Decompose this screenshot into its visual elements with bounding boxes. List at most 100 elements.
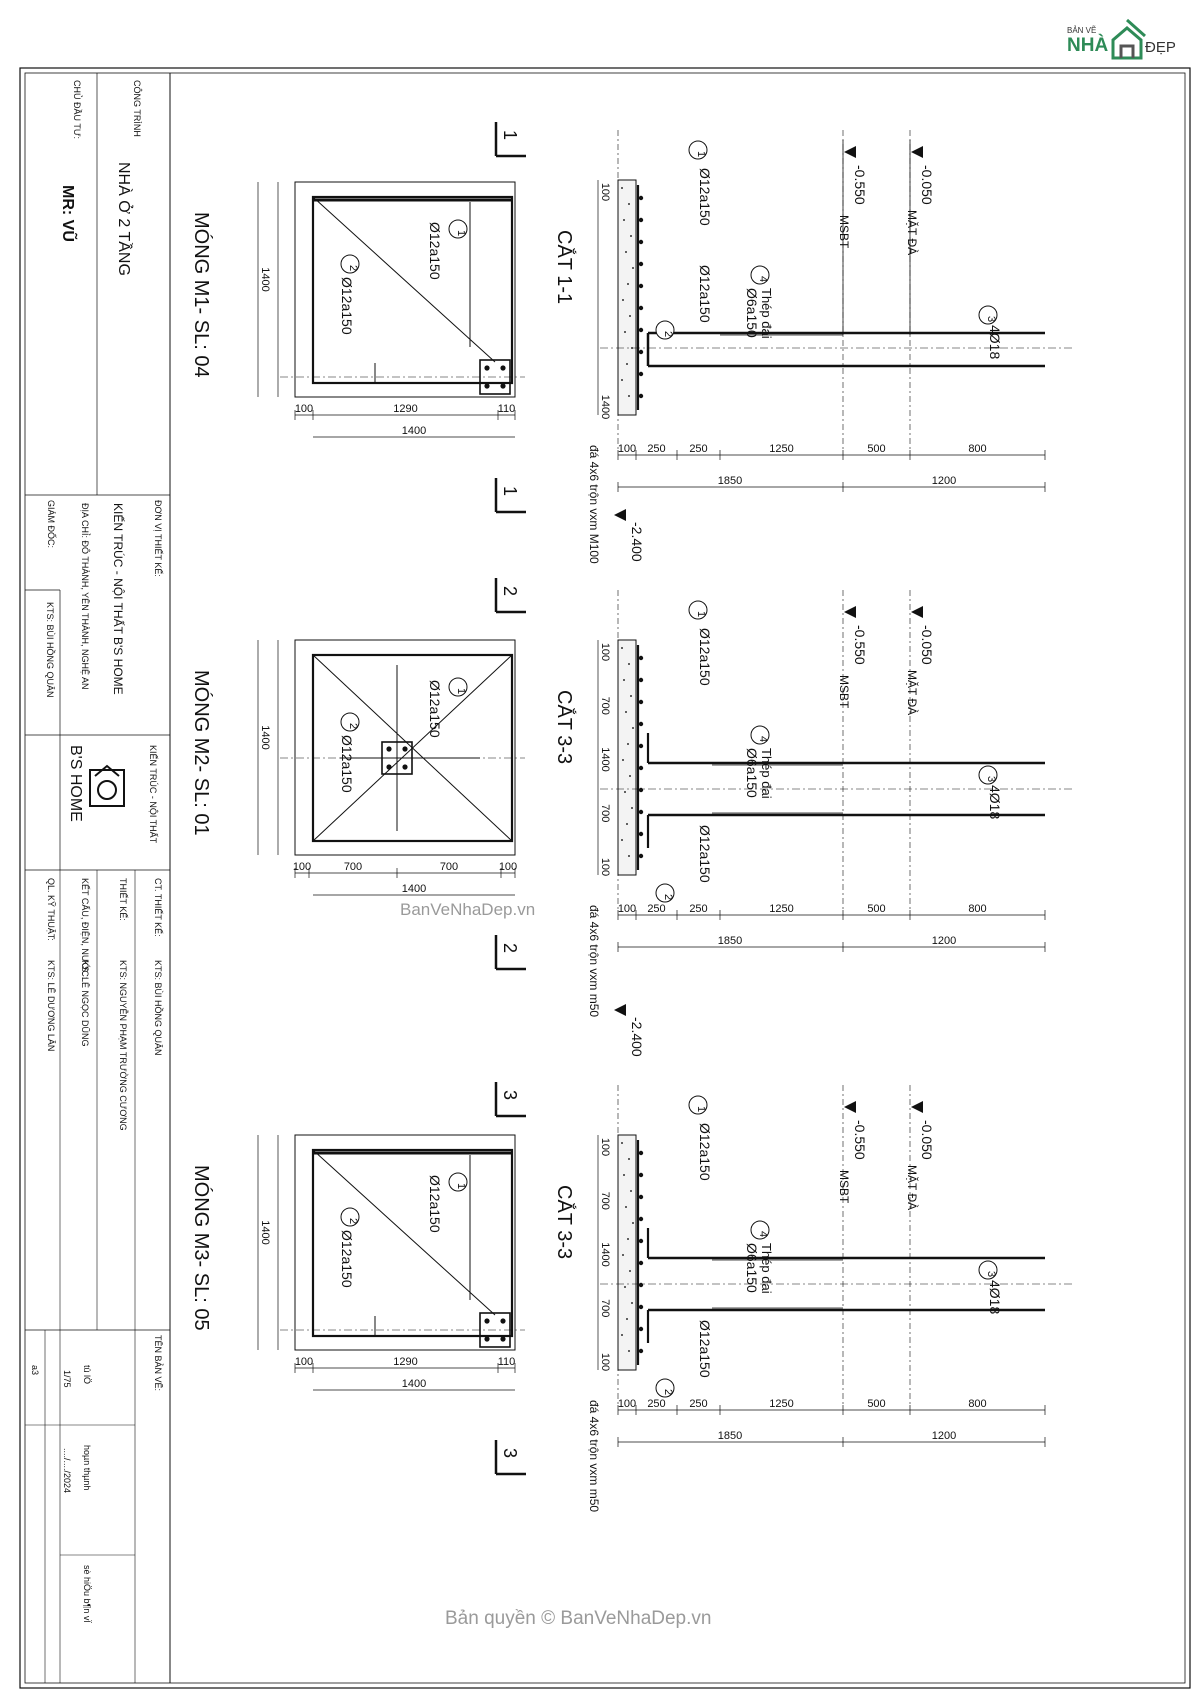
section-3-dim-3: 1250	[769, 1398, 793, 1410]
plan-3-dim-0: 100	[295, 1356, 313, 1368]
plan-3-bar2-marker-number: 2	[347, 1218, 359, 1224]
plan-3-title: MÓNG M3- SL: 05	[190, 1165, 213, 1331]
section-2-stirrup-marker-number: 4	[757, 736, 769, 742]
plan-3-left-dim: 1400	[259, 1220, 271, 1244]
section-2-vdim-2: 1400	[599, 747, 611, 771]
plan-3-bar1-label: Ø12a150	[427, 1175, 443, 1233]
section-1-side-bar-marker	[655, 320, 675, 340]
section-2-dim-3: 1250	[769, 903, 793, 915]
section-1-level-ground-label: MẶT ĐÀ	[905, 210, 920, 255]
section-1-side-bar-label: Ø12a150	[697, 265, 713, 323]
plan-3-bar1-marker	[448, 1172, 468, 1192]
section-2-main-bar-marker	[978, 765, 998, 785]
section-2-top-bar-marker	[688, 600, 708, 620]
section-1-level-ground: -0.050	[919, 165, 935, 205]
plan-1-bar2-marker-number: 2	[347, 265, 359, 271]
section-2-dim-1: 250	[647, 903, 665, 915]
section-2-stirrup-marker	[750, 725, 770, 745]
section-3-main-bar-label: 4Ø18	[987, 1280, 1003, 1314]
section-2-vdim-0: 100	[599, 643, 611, 661]
plan-2-section-mark-bottom: 2	[494, 935, 526, 971]
section-3-stirrup-marker	[750, 1220, 770, 1240]
section-1-dim-3: 1250	[769, 443, 793, 455]
plan-2-bar1-marker	[448, 677, 468, 697]
section-2-side-bar-marker	[655, 883, 675, 903]
section-3-level-ground: -0.050	[919, 1120, 935, 1160]
watermark-mid: BanVeNhaDep.vn	[400, 900, 536, 919]
section-2-level-ground-label: MẶT ĐÀ	[905, 670, 920, 715]
section-3-dim-1: 250	[647, 1398, 665, 1410]
owner-name: MR: VŨ	[59, 185, 76, 242]
plan-1-section-mark-bottom: 1	[494, 478, 526, 514]
section-1-lean-note: đá 4x6 trộn vxm M100	[587, 445, 601, 564]
design-unit-name: KIẾN TRÚC - NỘI THẤT B'S HOME	[111, 503, 125, 695]
section-2-vdim-4: 100	[599, 858, 611, 876]
section-3-stirrup-title: Thép đai	[759, 1243, 774, 1294]
plan-3-section-mark-bottom: 3	[494, 1440, 526, 1476]
section-1-dim-2: 250	[689, 443, 707, 455]
plan-2-section-mark-bottom-label: 2	[500, 943, 520, 953]
section-1-top-bar-marker-number: 1	[695, 151, 707, 157]
plan-2-total-dim: 1400	[402, 883, 426, 895]
section-1-top-bar-marker	[688, 140, 708, 160]
plan-1-section-mark-top-label: 1	[500, 130, 520, 140]
section-1-dim-total-a: 1850	[718, 475, 742, 487]
plan-2-bar2-marker	[340, 712, 360, 732]
plan-3-bar1-marker-number: 1	[455, 1183, 467, 1189]
section-3-dim-2: 250	[689, 1398, 707, 1410]
plan-1-title: MÓNG M1- SL: 04	[190, 212, 213, 378]
section-3-dim-total-a: 1850	[718, 1430, 742, 1442]
section-3-vdim-0: 100	[599, 1138, 611, 1156]
section-3-vdim-1: 700	[599, 1192, 611, 1210]
technical-name: KTS: LÊ DƯƠNG LÂN	[46, 960, 56, 1052]
section-2-vdim-3: 700	[599, 804, 611, 822]
section-3-dim-total-b: 1200	[932, 1430, 956, 1442]
plan-2-section-mark-top: 2	[494, 578, 526, 614]
section-3-dim-4: 500	[867, 1398, 885, 1410]
section-1-dim-1: 250	[647, 443, 665, 455]
section-2-level-ground: -0.050	[919, 625, 935, 665]
section-2-lean-note: đá 4x6 trộn vxm m50	[587, 905, 601, 1017]
section-3-side-bar-marker	[655, 1378, 675, 1398]
logo-suffix-text: ĐẸP	[1145, 39, 1176, 56]
plan-1-bar1-label: Ø12a150	[427, 222, 443, 280]
chief-designer-label: CT. THIẾT KẾ:	[153, 878, 163, 937]
section-2-dim-5: 800	[968, 903, 986, 915]
section-2-main-bar-label: 4Ø18	[987, 785, 1003, 819]
section-1-level-msbt: -0.550	[852, 165, 868, 205]
section-3-vdim-3: 700	[599, 1299, 611, 1317]
section-1-level-msbt-label: MSBT	[837, 215, 851, 249]
company-address: ĐỊA CHỈ: ĐÔ THÀNH, YÊN THÀNH, NGHỆ AN	[80, 503, 90, 690]
section-2-side-bar-label: Ø12a150	[697, 825, 713, 883]
section-1-vdim-0: 100	[599, 183, 611, 201]
watermark-bottom: Bản quyền © BanVeNhaDep.vn	[445, 1608, 712, 1629]
completion-label: hoµn thµnh	[82, 1445, 92, 1491]
section-3-level-base: -2.400	[629, 1017, 645, 1057]
plan-3-section-mark-bottom-label: 3	[500, 1448, 520, 1458]
plan-1-dim-2: 110	[498, 403, 516, 415]
scale-value: 1/75	[62, 1370, 72, 1388]
project-label: CÔNG TRÌNH	[132, 80, 142, 137]
section-2-stirrup-title: Thép đai	[759, 748, 774, 799]
chief-designer-name: KTS: BÙI HỒNG QUÂN	[153, 960, 163, 1056]
section-1-dim-total-b: 1200	[932, 475, 956, 487]
section-1-stirrup-marker	[750, 265, 770, 285]
section-3-stirrup-marker-number: 4	[757, 1231, 769, 1237]
plan-3-bar2-marker	[340, 1207, 360, 1227]
logo-brand-text: NHÀ	[1067, 35, 1109, 56]
section-1-main-bar-marker	[978, 305, 998, 325]
plan-1-bar1-marker-number: 1	[455, 230, 467, 236]
section-2-dim-total-a: 1850	[718, 935, 742, 947]
plan-3-total-dim: 1400	[402, 1378, 426, 1390]
section-2-vdim-1: 700	[599, 697, 611, 715]
completion-date: ..../..../2024	[62, 1448, 72, 1494]
plan-1-left-dim: 1400	[259, 267, 271, 291]
plan-1-bar2-label: Ø12a150	[339, 277, 355, 335]
section-3-stirrup-label: Ø6a150	[744, 1243, 760, 1293]
section-1-vdim-1: 1400	[599, 395, 611, 419]
project-name: NHÀ Ở 2 TẦNG	[115, 162, 132, 276]
plan-2-dim-2: 700	[440, 861, 458, 873]
